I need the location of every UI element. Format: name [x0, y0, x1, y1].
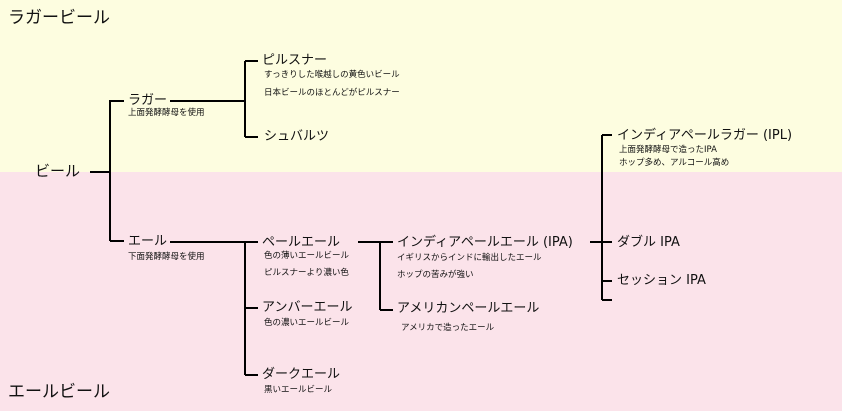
node-double-ipa: ダブル IPA [617, 235, 680, 250]
node-pilsner: ピルスナー [262, 53, 328, 68]
note-ipa-1: イギリスからインドに輸出したエール [397, 253, 542, 263]
node-root: ビール [35, 162, 81, 180]
note-amber-ale: 色の濃いエールビール [264, 318, 350, 328]
node-ale: エール [128, 234, 168, 249]
region-label-lager: ラガービール [8, 8, 110, 28]
note-pilsner-2: 日本ビールのほとんどがピルスナー [264, 88, 400, 98]
ale-region-band [0, 172, 842, 411]
note-pilsner-1: すっきりした喉越しの黄色いビール [264, 70, 400, 80]
node-amber-ale: アンバーエール [262, 300, 353, 315]
note-pale-ale-1: 色の薄いエールビール [264, 251, 350, 261]
note-pale-ale-2: ピルスナーより濃い色 [264, 268, 349, 278]
node-lager: ラガー [128, 93, 168, 108]
note-dark-ale: 黒いエールビール [264, 385, 333, 395]
node-schwarz: シュバルツ [264, 129, 330, 144]
note-ipl-2: ホップ多め、アルコール高め [619, 158, 730, 168]
note-lager: 上面発酵酵母を使用 [128, 108, 205, 118]
region-label-ale: エールビール [8, 382, 110, 402]
node-dark-ale: ダークエール [262, 367, 341, 382]
node-ipa: インディアペールエール (IPA) [397, 235, 573, 250]
lager-region-band [0, 0, 842, 172]
node-session-ipa: セッション IPA [617, 273, 706, 288]
note-ipa-2: ホップの苦みが強い [397, 270, 474, 280]
node-ipl: インディアペールラガー (IPL) [617, 128, 793, 143]
note-ipl-1: 上面発酵酵母で造ったIPA [619, 145, 717, 155]
note-american-pale-ale: アメリカで造ったエール [401, 323, 495, 333]
node-american-pale-ale: アメリカンペールエール [397, 301, 540, 316]
note-ale: 下面発酵酵母を使用 [128, 252, 205, 262]
node-pale-ale: ペールエール [262, 235, 341, 250]
